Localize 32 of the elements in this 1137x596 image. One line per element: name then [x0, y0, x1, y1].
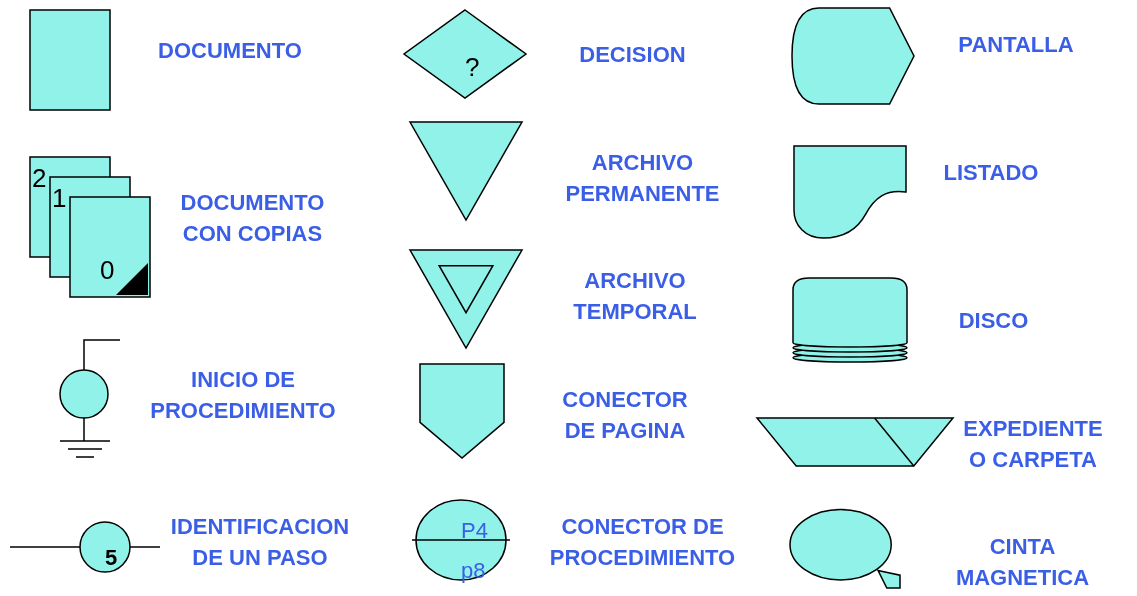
document-symbol	[30, 10, 110, 110]
symbol-label: ARCHIVO TEMPORAL	[572, 267, 698, 326]
symbol-label: DECISION	[578, 41, 687, 69]
symbol-label: CINTA MAGNETICA	[954, 533, 1091, 592]
page-symbol	[70, 197, 150, 297]
printout-symbol	[794, 146, 906, 238]
symbol-label: LISTADO	[942, 159, 1040, 187]
decision-diamond	[404, 10, 526, 98]
symbol-label: DOCUMENTO	[157, 37, 303, 65]
symbol-label: DISCO	[957, 307, 1030, 335]
symbol-label: INICIO DE PROCEDIMIENTO	[149, 366, 337, 425]
symbol-label: PANTALLA	[957, 31, 1075, 59]
symbol-label: CONECTOR DE PROCEDIMIENTO	[548, 513, 737, 572]
symbol-label: EXPEDIENTE O CARPETA	[962, 415, 1104, 474]
symbol-label: IDENTIFICACION DE UN PASO	[169, 513, 351, 572]
symbol-text: ?	[465, 54, 480, 80]
symbol-text: 2	[32, 165, 47, 191]
symbol-text: 5	[105, 547, 118, 569]
page-connector-symbol	[420, 364, 504, 458]
symbol-label: DOCUMENTO CON COPIAS	[179, 189, 326, 248]
step-circle	[80, 522, 130, 572]
start-circle	[60, 370, 108, 418]
permanent-file-triangle	[410, 122, 522, 220]
display-symbol	[792, 8, 914, 104]
magnetic-tape-symbol	[790, 508, 900, 588]
folder-symbol	[757, 418, 953, 466]
symbol-label: ARCHIVO PERMANENTE	[564, 149, 721, 208]
symbol-label: CONECTOR DE PAGINA	[561, 386, 689, 445]
temporary-file-triangle	[410, 250, 522, 348]
disk-symbol	[793, 278, 907, 362]
symbol-text: 1	[52, 185, 67, 211]
symbol-text: 0	[100, 257, 115, 283]
